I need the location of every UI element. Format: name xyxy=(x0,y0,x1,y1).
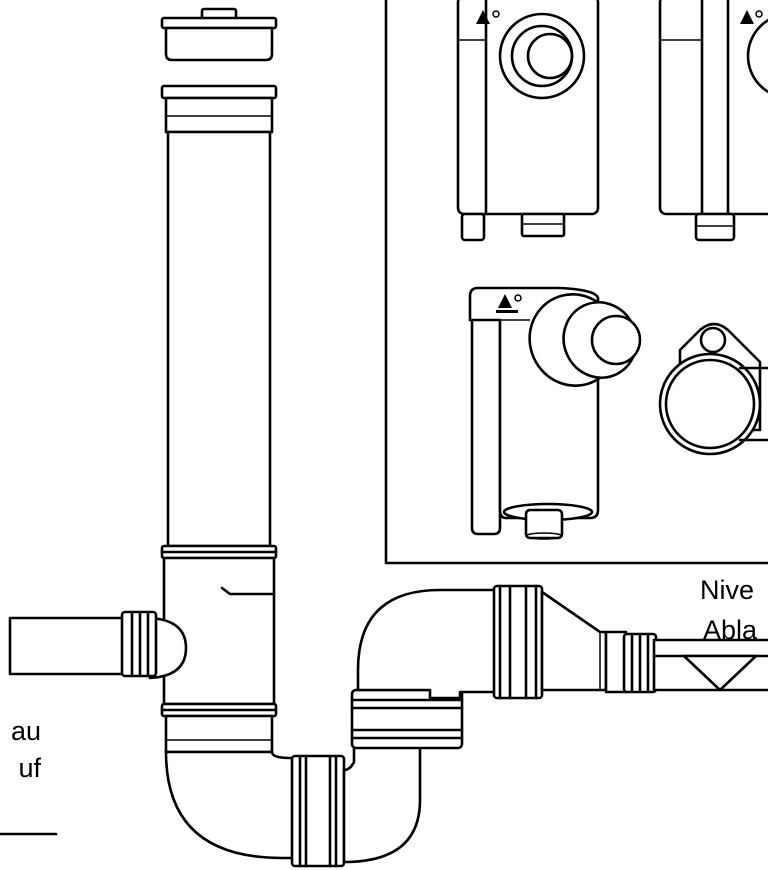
vent-cap xyxy=(160,7,278,62)
tee-bottom-coupling xyxy=(160,702,278,754)
trap-lower-bend xyxy=(164,750,346,868)
pump-unit-top-view xyxy=(658,322,768,456)
standpipe-lower-coupling xyxy=(160,544,278,560)
trap-upper-bend xyxy=(356,584,544,700)
trap-rising-elbow xyxy=(342,688,464,864)
side-inlet-pipe xyxy=(8,610,188,680)
pump-unit-front-view xyxy=(456,0,600,242)
label-left-line-2: uf xyxy=(18,753,41,783)
standpipe-upper-coupling xyxy=(160,84,278,134)
standpipe-tube xyxy=(166,130,272,548)
pump-unit-side-view xyxy=(658,0,768,242)
downward-triangle-icon xyxy=(652,654,768,692)
warning-triangle-icon xyxy=(740,10,763,24)
label-right-line-2: Abla xyxy=(703,615,758,645)
warning-triangle-icon xyxy=(476,10,500,24)
label-right-line-1: Nive xyxy=(700,575,755,605)
pump-unit-perspective-view xyxy=(468,286,642,540)
label-left-line-1: au xyxy=(10,716,41,746)
detail-inset-frame xyxy=(384,0,768,565)
warning-triangle-icon xyxy=(496,294,522,313)
